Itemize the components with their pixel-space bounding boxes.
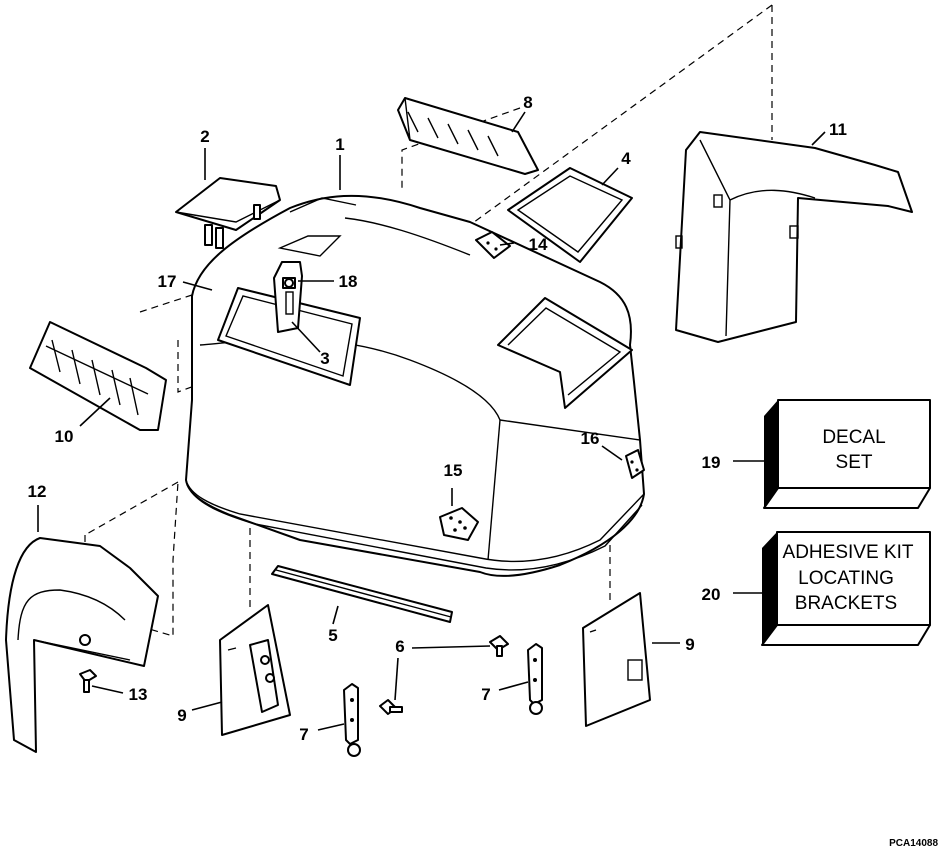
part-10-vent-grille (29, 321, 167, 431)
callout-2: 2 (200, 127, 209, 146)
part-9-left-panel (219, 604, 291, 736)
adhesive-kit-line1: ADHESIVE KIT (783, 542, 914, 563)
decal-set-line2: SET (836, 452, 873, 473)
callout-11: 11 (829, 120, 847, 139)
decal-set-box: DECAL SET (763, 399, 931, 509)
part-4-seal (507, 167, 633, 263)
callout-3: 3 (320, 349, 329, 368)
callout-13: 13 (129, 685, 148, 704)
decal-set-line1: DECAL (822, 427, 885, 448)
callout-9-left: 9 (177, 706, 186, 725)
callout-10: 10 (55, 427, 74, 446)
callout-8: 8 (523, 93, 532, 112)
part-9-right-panel (582, 592, 651, 727)
part-5-seal-strip (271, 565, 453, 623)
callout-labels: 1 2 3 4 5 6 7 7 8 9 9 10 11 12 13 14 15 … (28, 93, 847, 744)
callout-16: 16 (581, 429, 600, 448)
part-8-vent-grille (397, 97, 539, 175)
callout-5: 5 (328, 626, 337, 645)
callout-15: 15 (444, 461, 463, 480)
part-12-lower-cover (5, 537, 159, 753)
part-7-bracket-left (343, 683, 361, 757)
reference-code: PCA14088 (889, 838, 938, 849)
leader-lines (37, 111, 826, 731)
adhesive-kit-line2: LOCATING (798, 568, 894, 589)
callout-7-left: 7 (299, 725, 308, 744)
callout-18: 18 (339, 272, 358, 291)
callout-20: 20 (702, 585, 721, 604)
part-6-screws (379, 635, 509, 715)
callout-1: 1 (335, 135, 344, 154)
part-13-screw (79, 669, 97, 693)
part-7-bracket-right (527, 643, 543, 715)
callout-19: 19 (702, 453, 721, 472)
callout-4: 4 (621, 149, 631, 168)
part-2-cap (175, 177, 281, 249)
callout-17: 17 (158, 272, 177, 291)
cowl-latch-bracket (273, 261, 303, 333)
callout-6: 6 (395, 637, 404, 656)
adhesive-kit-line3: BRACKETS (795, 593, 897, 614)
callout-14: 14 (529, 235, 548, 254)
adhesive-kit-box: ADHESIVE KIT LOCATING BRACKETS (761, 531, 931, 646)
callout-7-right: 7 (481, 685, 490, 704)
callout-12: 12 (28, 482, 47, 501)
part-11-side-panel (675, 131, 913, 343)
callout-9-right: 9 (685, 635, 694, 654)
